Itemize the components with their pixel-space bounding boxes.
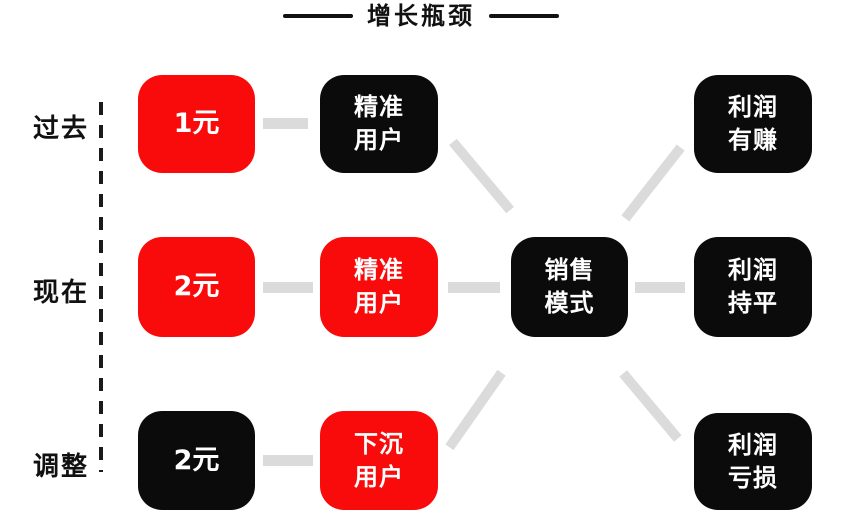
node-adjust-profit-line2: 亏损: [728, 463, 778, 492]
diagonal-sales-to-past-profit: [621, 144, 685, 222]
node-sales-model: 销售 模式: [511, 237, 628, 337]
node-present-profit: 利润 持平: [694, 237, 812, 337]
node-sales-model-line1: 销售: [544, 256, 595, 284]
node-past-user: 精准 用户: [320, 75, 438, 173]
node-past-price-label: 1元: [173, 108, 220, 139]
node-present-user-line1: 精准: [354, 256, 404, 284]
node-present-price: 2元: [138, 237, 255, 337]
node-present-profit-line2: 持平: [728, 289, 778, 317]
dashed-divider-line: [99, 102, 103, 472]
node-adjust-user-line2: 用户: [354, 462, 404, 491]
node-adjust-profit: 利润 亏损: [694, 413, 812, 510]
node-present-price-label: 2元: [173, 271, 220, 302]
title-rule-right: [489, 14, 559, 18]
connector-sales-present-profit: [635, 282, 685, 293]
diagram-title-row: 增长瓶颈: [0, 2, 842, 30]
diagonal-sales-to-adjust-profit: [619, 370, 682, 442]
row-label-adjust: 调整: [33, 452, 90, 482]
node-past-price: 1元: [138, 75, 255, 173]
connector-present-user-sales: [448, 282, 500, 293]
node-adjust-profit-line1: 利润: [728, 430, 778, 459]
node-past-user-line1: 精准: [354, 93, 404, 121]
diagonal-past-user-to-sales: [449, 138, 514, 214]
connector-present-price-user: [263, 282, 313, 293]
node-past-profit: 利润 有赚: [694, 75, 812, 173]
node-past-profit-line2: 有赚: [728, 126, 778, 154]
row-label-present: 现在: [33, 278, 90, 308]
node-present-profit-line1: 利润: [728, 256, 778, 284]
node-past-profit-line1: 利润: [728, 93, 778, 121]
node-adjust-user-line1: 下沉: [354, 429, 404, 458]
diagonal-adjust-user-to-sales: [445, 369, 506, 451]
node-adjust-price-label: 2元: [173, 444, 220, 476]
diagram-title: 增长瓶颈: [367, 2, 475, 30]
node-adjust-user: 下沉 用户: [320, 411, 438, 510]
node-adjust-price: 2元: [138, 411, 255, 510]
node-present-user: 精准 用户: [320, 237, 438, 337]
connector-adjust-price-user: [263, 455, 313, 466]
node-present-user-line2: 用户: [354, 289, 404, 317]
node-sales-model-line2: 模式: [544, 289, 595, 317]
title-rule-left: [283, 14, 353, 18]
node-past-user-line2: 用户: [354, 126, 404, 154]
row-label-past: 过去: [33, 114, 90, 144]
connector-past-price-user: [263, 118, 308, 129]
